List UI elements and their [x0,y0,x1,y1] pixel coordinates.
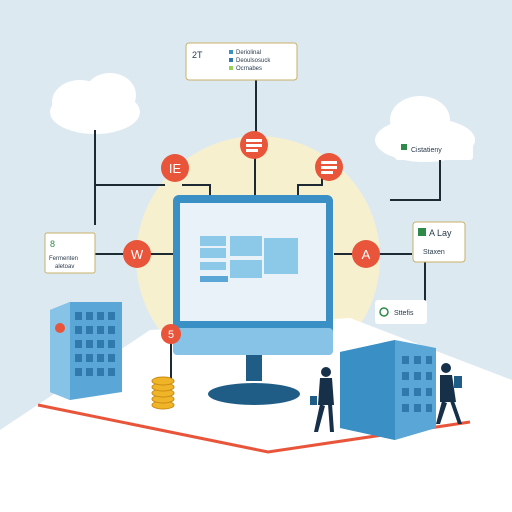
connector-lines [90,80,441,382]
badge-left-label: W [131,247,144,262]
left-card-line-2: aletoav [55,264,74,270]
badge-left-upper: IE [161,154,189,182]
coin-stack [151,376,175,410]
top-card-icon-text: 2T [192,50,203,60]
mid-right-card: A Lay Staxen [412,221,466,263]
lower-right-card: Sttefis [375,300,427,324]
badge-left-upper-label: IE [169,161,182,176]
left-card: 8 Fermenten aletoav [44,232,96,274]
monitor-base [208,383,300,405]
building-right [340,340,436,440]
monitor [173,195,333,405]
badge-right-upper [315,153,343,181]
badge-lower-left: 5 [161,324,181,344]
cloud-left [50,73,140,134]
person-right [436,363,462,424]
lower-right-card-label: Sttefis [394,310,414,317]
mid-right-card-line-2: Staxen [423,249,445,256]
monitor-neck [246,355,262,381]
badge-top [240,131,268,159]
monitor-chin [173,328,333,355]
top-card-line-2: Deoulsosuck [236,58,271,64]
badge-right: A [352,240,380,268]
badge-left: W [123,240,151,268]
top-card-line-3: Ocrnabes [236,66,262,72]
mid-right-card-line-1: A Lay [429,228,452,238]
badge-right-label: A [362,247,371,262]
screen-dashboard [200,236,298,282]
right-card: Cistatieny [395,138,473,160]
right-card-label: Cistatieny [411,147,442,154]
left-card-number: 8 [50,239,55,249]
top-card: 2T Deriolinal Deoulsosuck Ocrnabes [185,42,298,81]
top-card-line-1: Deriolinal [236,50,261,56]
building-left [50,302,122,400]
badge-lower-left-label: 5 [168,329,174,341]
person-left [310,367,334,432]
left-card-line-1: Fermenten [49,256,78,262]
